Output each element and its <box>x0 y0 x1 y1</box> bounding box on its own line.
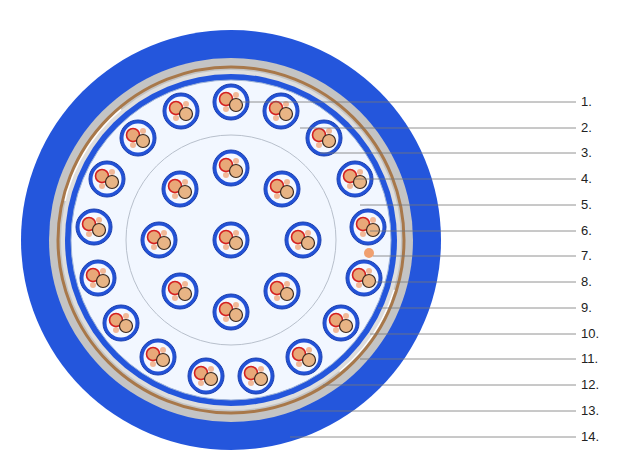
leader-lines <box>240 102 576 437</box>
bedding-layer <box>49 58 413 422</box>
callout-number: 7. <box>581 248 592 264</box>
callout-number: 2. <box>581 120 592 136</box>
callout-number: 3. <box>581 145 592 161</box>
callout-number: 13. <box>581 403 599 419</box>
core-pairs <box>76 84 386 394</box>
callout-number: 9. <box>581 300 592 316</box>
callout-number: 5. <box>581 197 592 213</box>
inner-tape <box>61 70 401 410</box>
callout-number: 4. <box>581 171 592 187</box>
callout-number: 10. <box>581 326 599 342</box>
callout-number: 8. <box>581 274 592 290</box>
layer-wrap <box>126 135 336 345</box>
callout-number: 11. <box>581 351 598 367</box>
callout-number: 6. <box>581 223 592 239</box>
callout-number: 14. <box>581 429 599 445</box>
callout-number: 12. <box>581 377 599 393</box>
screen-ring <box>58 67 404 413</box>
drain-wire <box>364 248 374 258</box>
callout-number: 1. <box>581 94 592 110</box>
inner-sheath <box>65 74 397 406</box>
outer-sheath <box>21 30 441 450</box>
